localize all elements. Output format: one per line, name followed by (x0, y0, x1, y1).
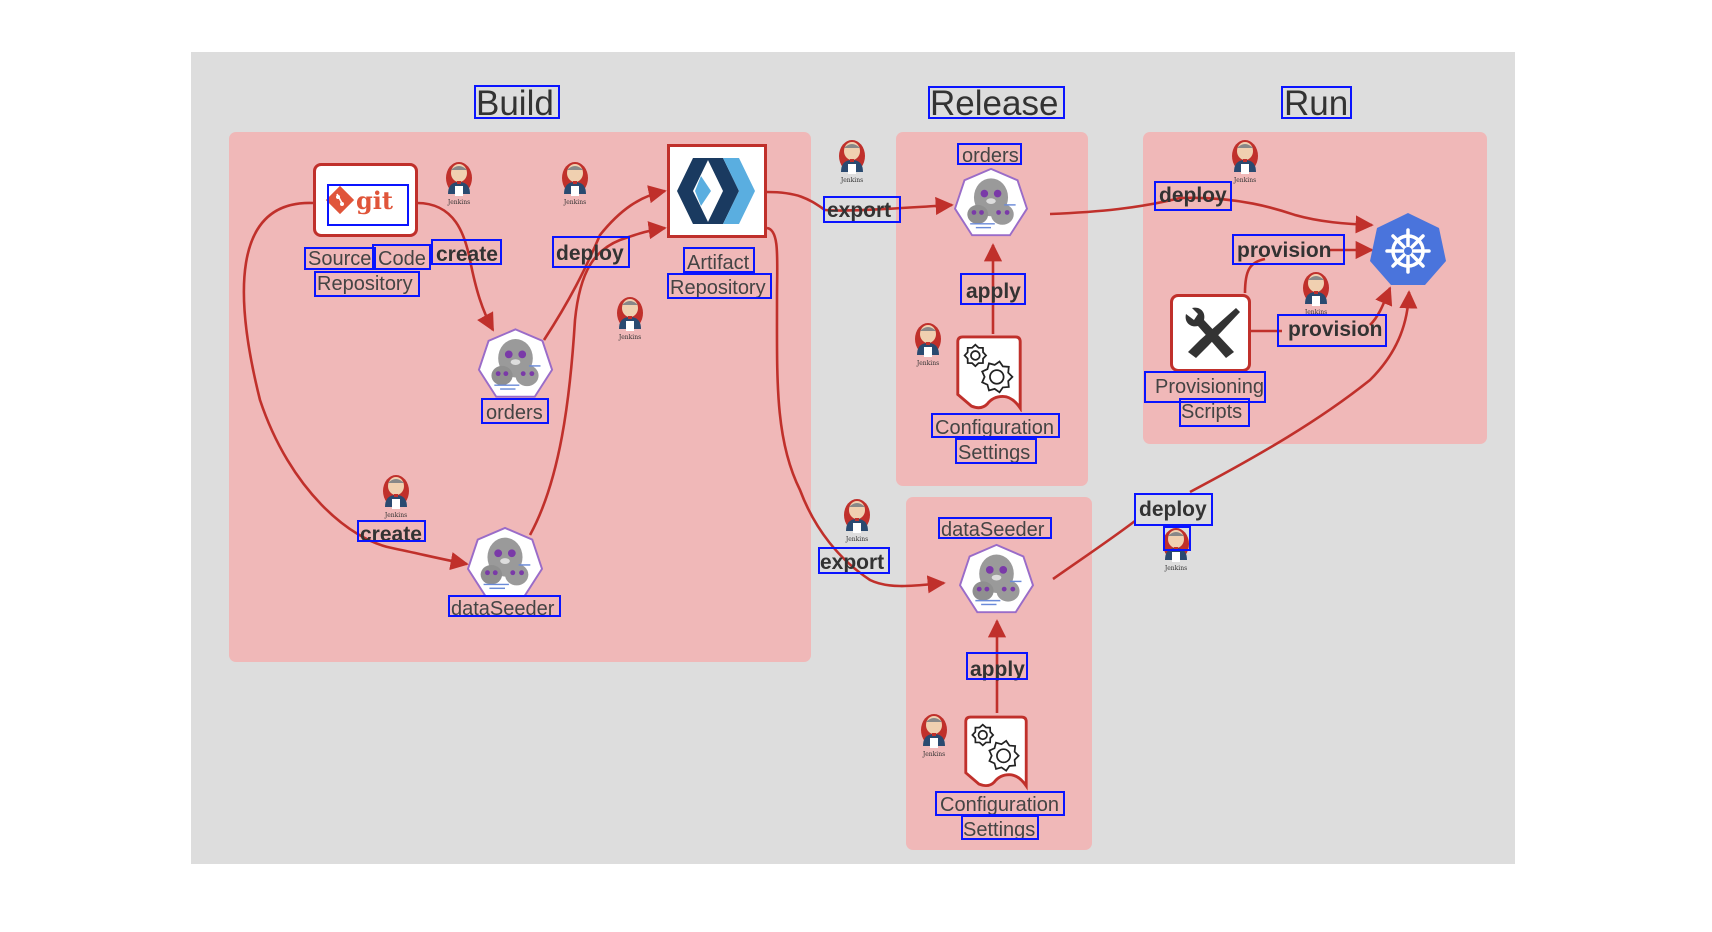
edge-deploy-dataseeder-artifact (528, 221, 667, 536)
seal-helm-chart-icon (466, 526, 544, 598)
jenkins-icon: Jenkins (836, 138, 868, 184)
source-code-repository-label-code: Code (378, 248, 426, 270)
svg-text:Jenkins: Jenkins (447, 199, 470, 206)
source-code-repository-node[interactable]: git (313, 163, 418, 237)
release-orders-configuration-settings-node[interactable] (953, 334, 1025, 413)
build-orders-label: orders (486, 402, 543, 424)
edge-label-deploy-orders-k8s: deploy (1159, 184, 1227, 207)
build-orders-chart-node[interactable] (477, 327, 554, 401)
release-dataseeder-label: dataSeeder (941, 519, 1045, 541)
edge-label-provision-2: provision (1288, 318, 1383, 341)
edge-deploy-dataseeder-k8s (1052, 292, 1409, 581)
svg-text:Jenkins: Jenkins (563, 199, 586, 206)
artifact-repository-icon (677, 158, 755, 224)
svg-text:Jenkins: Jenkins (1304, 309, 1327, 316)
provisioning-scripts-label-line1: Provisioning (1155, 376, 1264, 398)
svg-text:Jenkins: Jenkins (922, 751, 945, 758)
release-orders-config-label-line2: Settings (958, 442, 1031, 464)
svg-text:git: git (356, 186, 393, 215)
release-orders-config-label-line1: Configuration (935, 417, 1054, 439)
svg-text:Jenkins: Jenkins (845, 536, 868, 543)
release-dataseeder-config-label-line2: Settings (963, 819, 1036, 841)
svg-text:Jenkins: Jenkins (1164, 565, 1187, 572)
edge-label-apply-orders: apply (966, 280, 1021, 303)
seal-helm-chart-icon (477, 328, 554, 398)
edge-label-provision-1: provision (1237, 239, 1332, 262)
provisioning-scripts-node[interactable] (1170, 294, 1251, 372)
artifact-repository-label-line1: Artifact (687, 252, 750, 274)
git-icon: git (326, 185, 393, 215)
build-dataseeder-chart-node[interactable] (466, 526, 544, 600)
jenkins-icon: Jenkins (443, 160, 475, 206)
tools-icon (1185, 307, 1240, 358)
svg-text:Jenkins: Jenkins (618, 334, 641, 341)
release-orders-label: orders (962, 145, 1019, 167)
artifact-repository-label-line2: Repository (670, 277, 766, 299)
svg-text:Jenkins: Jenkins (1233, 177, 1256, 184)
jenkins-icon: Jenkins (614, 295, 646, 341)
source-code-repository-label-repository: Repository (317, 273, 413, 295)
seal-helm-chart-icon (958, 543, 1035, 614)
release-orders-chart-node[interactable] (953, 167, 1029, 239)
release-dataseeder-chart-node[interactable] (958, 543, 1035, 616)
release-dataseeder-config-label-line1: Configuration (940, 794, 1059, 816)
gears-document-icon (964, 715, 1028, 791)
edge-label-export-orders: export (827, 199, 892, 222)
seal-helm-chart-icon (953, 167, 1029, 237)
edge-label-deploy-dataseeder-k8s: deploy (1139, 498, 1207, 521)
artifact-repository-node[interactable] (667, 144, 767, 238)
build-stage-title: Build (476, 84, 554, 123)
svg-text:Jenkins: Jenkins (916, 360, 939, 367)
edge-provision-1 (1243, 250, 1372, 294)
jenkins-icon: Jenkins (559, 160, 591, 206)
edge-create-orders (416, 201, 495, 332)
jenkins-icon: Jenkins (1229, 138, 1261, 184)
edge-label-create-dataseeder: create (360, 523, 422, 546)
source-code-repository-label-source: Source (308, 248, 372, 270)
jenkins-icon: Jenkins (918, 712, 950, 758)
run-stage-title: Run (1284, 84, 1349, 123)
jenkins-icon: Jenkins (1300, 270, 1332, 316)
edge-label-apply-dataseeder: apply (970, 658, 1025, 681)
edge-deploy-orders-artifact (542, 185, 667, 341)
provisioning-scripts-label-line2: Scripts (1181, 401, 1243, 423)
kubernetes-icon (1370, 213, 1446, 285)
edge-provision-2 (1250, 288, 1390, 333)
edge-label-deploy-artifact: deploy (556, 242, 624, 265)
build-dataseeder-label: dataSeeder (451, 598, 555, 620)
jenkins-icon: Jenkins (841, 497, 873, 543)
svg-text:Jenkins: Jenkins (840, 177, 863, 184)
edge-label-export-dataseeder: export (820, 551, 885, 574)
jenkins-icon: Jenkins (380, 473, 412, 519)
edge-label-create-orders: create (436, 243, 498, 266)
kubernetes-cluster-node[interactable] (1369, 211, 1447, 287)
release-stage-title: Release (930, 84, 1059, 123)
jenkins-icon: Jenkins (1160, 526, 1192, 572)
gears-document-icon (956, 335, 1022, 413)
svg-text:Jenkins: Jenkins (384, 512, 407, 519)
release-dataseeder-configuration-settings-node[interactable] (962, 713, 1030, 791)
edge-export-orders (766, 190, 954, 216)
jenkins-icon: Jenkins (912, 321, 944, 367)
edge-deploy-orders-k8s (1049, 196, 1374, 234)
edge-export-dataseeder (766, 226, 946, 594)
edge-create-dataseeder (242, 201, 469, 571)
